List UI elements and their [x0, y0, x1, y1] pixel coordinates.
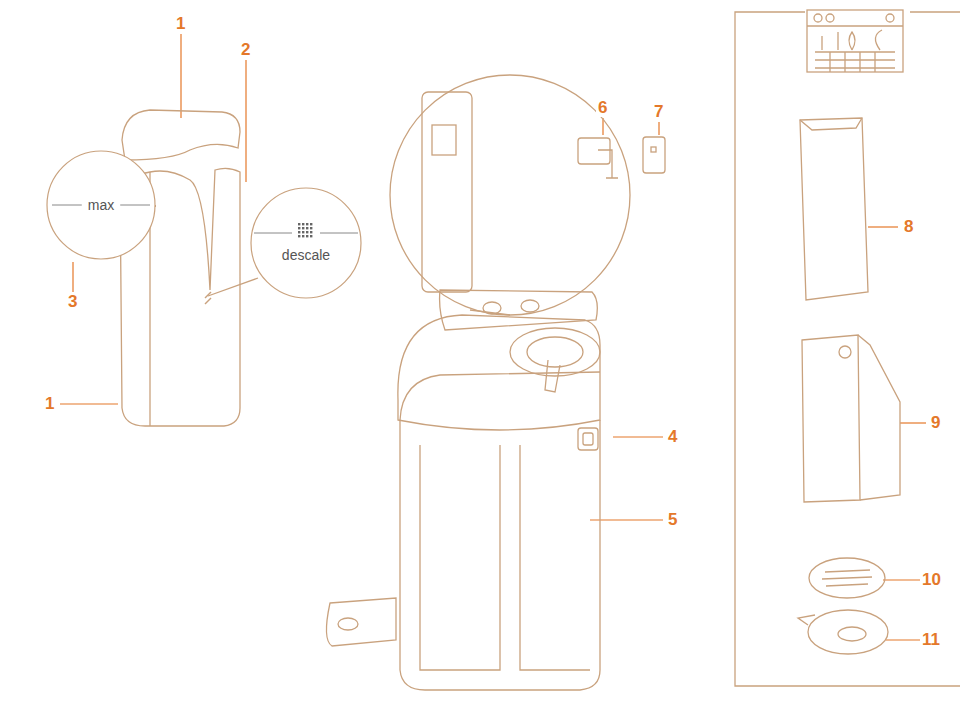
callout-number: 8	[902, 218, 915, 236]
callout-number: 6	[596, 99, 609, 117]
part-marking: descale	[250, 247, 362, 263]
callout-number: 9	[929, 414, 942, 432]
circle-outline	[250, 187, 362, 299]
callout-number: 1	[43, 395, 56, 413]
callout-number: 10	[920, 571, 943, 589]
callout-number: 11	[920, 631, 942, 649]
magnifier-circle: descale	[250, 187, 362, 299]
callout-number: 4	[666, 428, 679, 446]
callout-number: 5	[666, 511, 679, 529]
callout-number: 3	[66, 293, 79, 311]
magnifier-circle: max	[46, 150, 156, 260]
callout-number: 7	[652, 103, 665, 121]
callout-number: 1	[174, 15, 187, 33]
part-marking: max	[46, 197, 156, 213]
callout-number: 2	[239, 41, 252, 59]
